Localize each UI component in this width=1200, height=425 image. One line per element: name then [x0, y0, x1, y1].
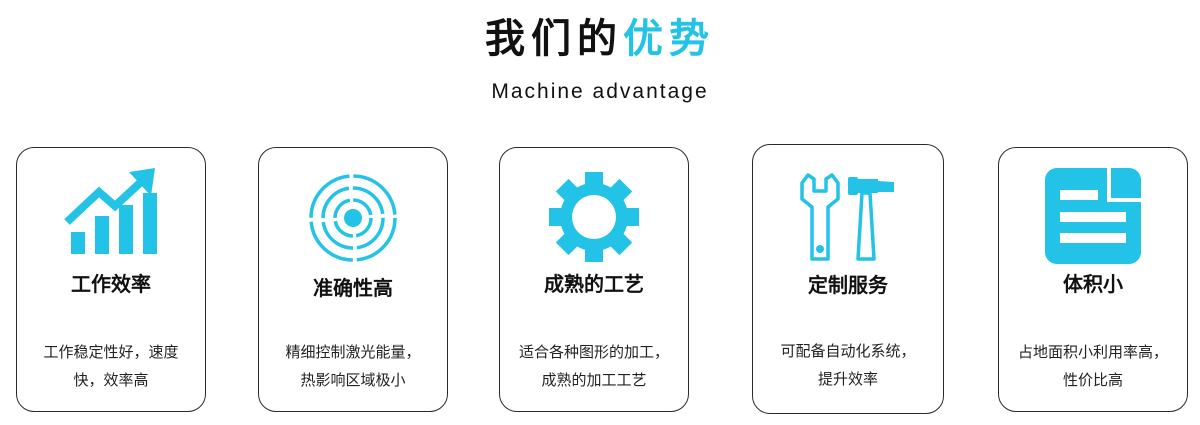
rising-chart-icon — [64, 168, 157, 254]
advantage-card-compact: 体积小 占地面积小利用率高， 性价比高 — [998, 147, 1188, 412]
card-description: 工作稳定性好，速度 快，效率高 — [43, 343, 179, 389]
wrench-hammer-icon — [800, 173, 894, 261]
card-description: 占地面积小利用率高， 性价比高 — [1017, 343, 1168, 389]
document-icon — [1045, 168, 1141, 264]
target-icon — [309, 174, 397, 262]
advantage-card-process: 成熟的工艺 适合各种图形的加工， 成熟的加工工艺 — [499, 147, 689, 412]
advantage-card-custom-service: 定制服务 可配备自动化系统， 提升效率 — [752, 144, 944, 414]
advantage-card-efficiency: 工作效率 工作稳定性好，速度 快，效率高 — [16, 147, 206, 412]
card-title: 工作效率 — [71, 272, 151, 296]
card-title: 体积小 — [1063, 272, 1123, 296]
section-title: 我们的优势 — [0, 14, 1200, 64]
gear-icon — [549, 172, 639, 262]
card-description: 精细控制激光能量， 热影响区域极小 — [285, 343, 421, 389]
card-title: 定制服务 — [808, 273, 888, 297]
advantage-card-precision: 准确性高 精细控制激光能量， 热影响区域极小 — [258, 147, 448, 412]
section-subtitle: Machine advantage — [491, 80, 709, 103]
card-title: 成熟的工艺 — [544, 272, 644, 296]
title-highlight: 优势 — [623, 16, 715, 62]
card-description: 可配备自动化系统， 提升效率 — [780, 342, 916, 388]
card-description: 适合各种图形的加工， 成熟的加工工艺 — [518, 343, 669, 389]
title-main: 我们的 — [485, 16, 623, 62]
card-title: 准确性高 — [313, 276, 393, 300]
